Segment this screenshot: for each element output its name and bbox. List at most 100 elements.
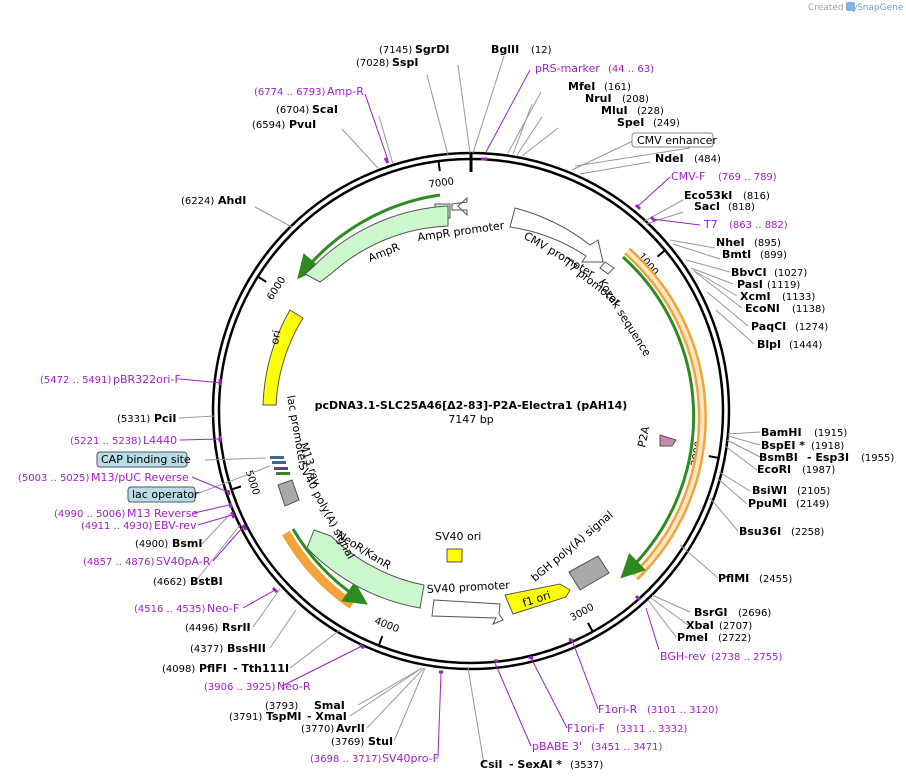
plasmid-name: pcDNA3.1-SLC25A46[Δ2-83]-P2A-Electra1 (p… [315,399,628,412]
snapgene-logo-icon [846,2,855,11]
primer-range: (5472 .. 5491) [40,375,112,386]
brand-text: SnapGene [857,3,904,13]
primer-range: (3451 .. 3471) [591,742,663,753]
enzyme-label: EcoNI [745,302,780,315]
bgh-polya-feature[interactable] [568,555,610,591]
cmv-promoter-feature[interactable] [509,207,604,263]
plasmid-size: 7147 bp [448,413,493,426]
enzyme-pos: (3769) [331,737,364,748]
enzyme-pos: (2149) [796,499,829,510]
enzyme-label: AvrII [336,722,365,735]
enzyme-pos: (12) [531,45,552,56]
ampr-promoter-feature[interactable] [451,196,468,217]
primer-range: (4857 .. 4876) [83,557,155,568]
enzyme-pos: (1119) [767,280,800,291]
enzyme-pos: (818) [728,202,755,213]
lac-promoter-feature[interactable] [276,472,290,475]
enzyme-pos: (1027) [774,268,807,279]
enzyme-pos: (6594) [252,120,285,131]
enzyme-label: SspI [392,56,418,69]
enzyme-pos: (1138) [792,304,825,315]
enzyme-label: BsrGI [694,606,727,619]
tick-mark [656,250,665,258]
enzyme-label: SmaI [314,699,345,712]
enzyme-pos: (1133) [782,292,815,303]
enzyme-label: SgrDI [415,43,449,56]
sv40-promoter-feature[interactable] [431,599,504,625]
cap-binding-site-box[interactable] [96,451,188,468]
cap-binding-site-label: CAP binding site [101,453,191,466]
primer-label: Amp-R [327,85,364,98]
enzyme-label: BamHI [761,426,802,439]
primer-label: BGH-rev [660,650,706,663]
primer-range: (3101 .. 3120) [647,705,719,716]
enzyme-label: PaqCI [751,320,786,333]
enzyme-label: - Tth111I [233,662,289,675]
enzyme-label: MluI [601,104,628,117]
primer-range: (5221 .. 5238) [70,436,142,447]
ori-feature[interactable] [262,309,304,406]
green-cds-arc-right[interactable] [620,255,696,579]
cmv-enhancer-label: CMV enhancer [637,134,717,147]
enzyme-label: SacI [694,200,720,213]
enzyme-label: PflFI [199,662,227,675]
green-ampr-arc[interactable] [297,193,441,280]
enzyme-label: TspMI [266,710,302,723]
sv40-ori-feature[interactable] [446,548,463,563]
enzyme-label: RsrII [222,621,251,634]
primer-label: pRS-marker [535,62,600,75]
enzyme-label: BstBI [190,575,223,588]
lac-operator-box[interactable] [127,486,196,503]
orange-feature-arc-right[interactable] [624,247,707,581]
label-ori: ori [268,329,283,345]
tick-mark [437,161,441,172]
primer-label: Neo-R [277,680,311,693]
cap-site-feature[interactable] [270,456,284,459]
primer-label: CMV-F [671,170,705,183]
enzyme-label: - SexAI * [509,758,562,771]
enzyme-label: BlpI [757,338,781,351]
primer-label: M13 Reverse [127,507,198,520]
primer-range: (3698 .. 3717) [310,754,382,765]
tick-mark [708,455,718,459]
p2a-feature[interactable] [659,434,677,447]
f1-ori-feature[interactable] [504,583,571,615]
neor-feature[interactable] [306,529,425,609]
primer-label: T7 [703,218,718,231]
tick-mark [378,635,384,645]
enzyme-pos: (2722) [718,633,751,644]
primer-range: (6774 .. 6793) [254,87,326,98]
tick-mark [587,622,594,632]
m13-rev-feature[interactable] [274,467,288,470]
enzyme-pos: (1955) [861,453,894,464]
primer-label: Neo-F [207,602,239,615]
enzyme-label: AhdI [218,194,246,207]
green-cds-arc-left[interactable] [291,528,368,605]
cmv-enhancer-box[interactable] [631,132,714,148]
primer-label: SV40pA-R [156,555,211,568]
primer-range: (4911 .. 4930) [81,521,153,532]
primer-range: (2738 .. 2755) [711,652,783,663]
enzyme-pos: (2696) [738,608,771,619]
enzyme-pos: (2455) [759,574,792,585]
label-p2a: P2A [635,425,652,449]
primer-label: L4440 [143,434,177,447]
enzyme-label: PvuI [289,118,316,131]
primer-marks [218,157,657,674]
lac-operator-feature[interactable] [272,461,286,464]
ampr-feature[interactable] [304,205,449,283]
enzyme-label: SpeI [617,116,644,129]
tick-label: 3000 [569,602,597,624]
sv40-polya-feature[interactable] [277,479,300,507]
enzyme-pos: (484) [694,154,721,165]
enzyme-pos: (7145) [379,45,412,56]
enzyme-label: StuI [368,735,393,748]
label-sv40-promoter: SV40 promoter [426,579,510,596]
enzyme-pos: (6224) [181,196,214,207]
enzyme-label: BmtI [722,248,751,261]
primer-label: pBABE 3' [532,740,582,753]
enzyme-label: XbaI [686,619,714,632]
primer-range: (5003 .. 5025) [18,473,90,484]
t7-promoter-feature[interactable] [599,261,615,275]
